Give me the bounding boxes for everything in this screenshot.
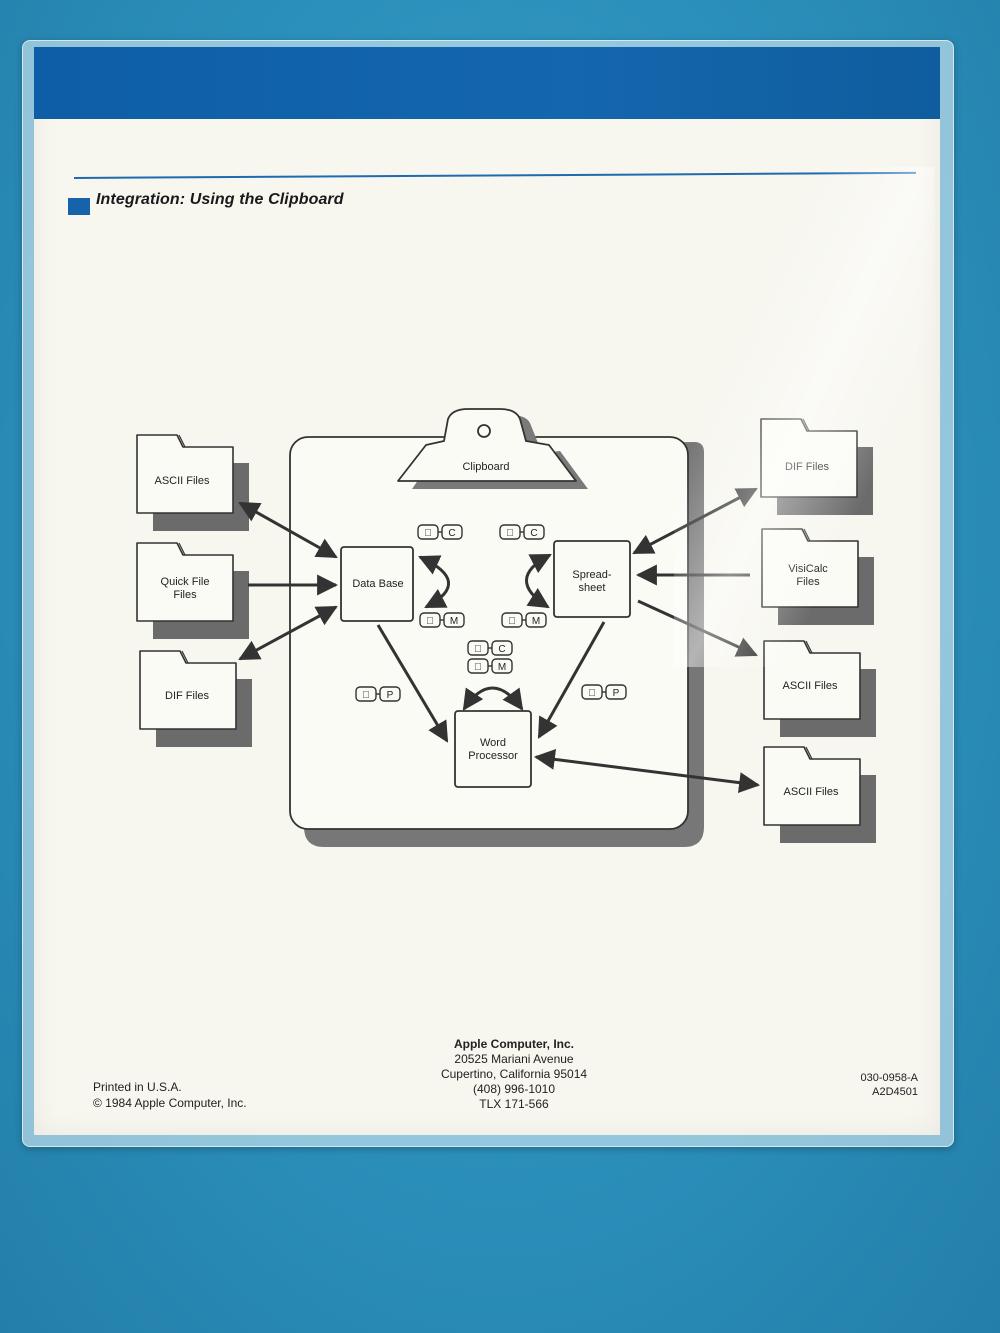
key-combo-copy-ss:  C	[499, 524, 545, 540]
svg-text:P: P	[387, 690, 394, 701]
arrow-database-wordprocessor	[376, 624, 449, 743]
data-base-label: Data Base	[352, 578, 403, 590]
spreadsheet-label-2: sheet	[579, 582, 606, 594]
arrow-ascii-database	[238, 501, 338, 559]
manual-back-cover: Integration: Using the Clipboard Clipboa…	[34, 47, 940, 1135]
key-combo-paste-ss:  P	[581, 684, 627, 700]
folder-quick-file: Quick File Files	[136, 542, 250, 640]
word-processor-label-2: Processor	[468, 750, 518, 762]
arrow-spreadsheet-dif	[632, 487, 758, 555]
footer-right: 030-0958-A A2D4501	[861, 1071, 919, 1099]
svg-text:: 	[362, 690, 370, 701]
key-combo-move-db:  M	[419, 612, 465, 628]
word-processor-box: Word Processor	[454, 710, 532, 788]
folder-quick-file-label-1: Quick File	[161, 576, 210, 588]
folder-ascii-right-1: ASCII Files	[763, 640, 877, 738]
folder-ascii-right-2-label: ASCII Files	[783, 786, 839, 798]
part-number: 030-0958-A	[860, 1072, 919, 1084]
spreadsheet-box: Spread- sheet	[553, 540, 631, 618]
svg-text:: 	[426, 616, 434, 627]
arrow-wordprocessor-ascii	[533, 748, 761, 794]
footer-left: Printed in U.S.A. © 1984 Apple Computer,…	[93, 1079, 247, 1111]
svg-text:P: P	[613, 688, 620, 699]
svg-text:M: M	[450, 616, 458, 627]
arrow-spreadsheet-ascii	[637, 599, 758, 657]
product-code: A2D4501	[872, 1086, 918, 1098]
data-base-box: Data Base	[340, 546, 414, 622]
folder-ascii-right-2: ASCII Files	[763, 746, 877, 844]
key-combos:  C  C  M 	[355, 524, 627, 702]
key-combo-move-ss:  M	[501, 612, 547, 628]
folder-ascii-left: ASCII Files	[136, 434, 250, 532]
folder-visicalc-label-2: Files	[796, 576, 820, 588]
section-marker	[68, 198, 90, 215]
svg-text:M: M	[532, 616, 540, 627]
arrow-database-loop	[418, 555, 450, 609]
telex: TLX 171-566	[479, 1097, 549, 1111]
folder-dif-right: DIF Files	[760, 418, 874, 516]
key-combo-move-wp:  M	[467, 658, 513, 674]
key-combo-copy-db:  C	[417, 524, 463, 540]
spreadsheet-label-1: Spread-	[572, 569, 611, 581]
word-processor-label-1: Word	[480, 737, 506, 749]
blue-header-band	[34, 47, 940, 119]
copyright: © 1984 Apple Computer, Inc.	[93, 1096, 247, 1110]
svg-text:C: C	[498, 644, 505, 655]
company-address: Apple Computer, Inc. 20525 Mariani Avenu…	[414, 1037, 614, 1112]
key-combo-copy-wp:  C	[467, 640, 513, 656]
diagram-arrows	[238, 487, 761, 794]
svg-text:: 	[588, 688, 596, 699]
arrow-spreadsheet-wordprocessor	[537, 621, 606, 739]
section-title: Integration: Using the Clipboard	[96, 191, 344, 208]
svg-text:C: C	[448, 528, 455, 539]
key-combo-paste-db:  P	[355, 686, 401, 702]
folder-dif-right-label: DIF Files	[785, 461, 830, 473]
svg-text:: 	[508, 616, 516, 627]
folder-quick-file-label-2: Files	[173, 589, 197, 601]
folder-dif-left-label: DIF Files	[165, 690, 210, 702]
svg-text:: 	[506, 528, 514, 539]
folder-visicalc: VisiCalc Files	[761, 528, 875, 626]
clipboard-label: Clipboard	[462, 461, 509, 473]
svg-text:M: M	[498, 662, 506, 673]
clipboard-integration-diagram: Clipboard Data Base Spread- sheet Word P…	[136, 408, 877, 847]
address-line-2: Cupertino, California 95014	[440, 1067, 588, 1081]
address-line-1: 20525 Mariani Avenue	[454, 1052, 574, 1066]
phone: (408) 996-1010	[472, 1082, 556, 1096]
arrow-wordprocessor-loop	[462, 686, 524, 711]
printed-in: Printed in U.S.A.	[93, 1080, 182, 1094]
svg-text:C: C	[530, 528, 537, 539]
arrow-dif-database	[238, 605, 338, 661]
folder-ascii-right-1-label: ASCII Files	[782, 680, 838, 692]
arrow-spreadsheet-loop	[525, 553, 552, 609]
folder-ascii-left-label: ASCII Files	[154, 475, 210, 487]
svg-text:: 	[474, 644, 482, 655]
svg-text:: 	[424, 528, 432, 539]
company-name: Apple Computer, Inc.	[453, 1037, 574, 1051]
folder-visicalc-label-1: VisiCalc	[788, 563, 828, 575]
folder-dif-left: DIF Files	[139, 650, 253, 748]
svg-text:: 	[474, 662, 482, 673]
